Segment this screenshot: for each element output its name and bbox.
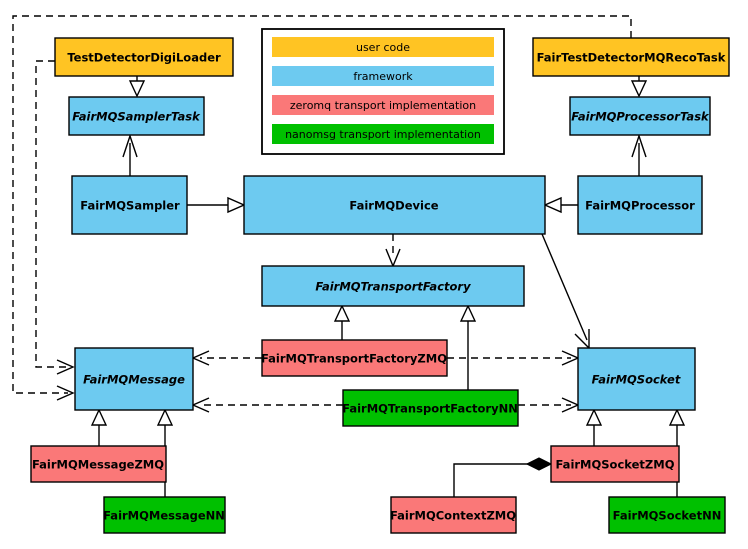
legend-label: nanomsg transport implementation	[285, 128, 481, 141]
legend-swatch-nanomsg	[272, 124, 494, 144]
edge-sampler-to-samplertask	[122, 133, 138, 176]
node-box[interactable]	[54, 37, 234, 77]
node-label: FairMQMessage	[83, 373, 185, 387]
node-label: FairMQDevice	[349, 199, 438, 213]
edge-digiloader-to-message	[35, 60, 75, 375]
node-layer: TestDetectorDigiLoader FairTestDetectorM…	[30, 37, 730, 534]
edge-processor-to-device	[543, 196, 578, 214]
edge-socketzmq-to-socket	[585, 408, 603, 446]
node-label: FairMQSocketNN	[613, 509, 722, 523]
node-label: FairMQTransportFactoryNN	[342, 402, 518, 416]
node-box[interactable]	[68, 96, 205, 136]
node-label: FairMQSocketZMQ	[556, 458, 675, 472]
legend-item-user-code: user code	[272, 37, 494, 57]
node-label: TestDetectorDigiLoader	[67, 51, 221, 65]
legend-label: zeromq transport implementation	[290, 99, 476, 112]
node-fairmqmessage[interactable]: FairMQMessage	[74, 347, 194, 411]
edge-tfnn-to-transportfactory	[459, 304, 477, 390]
node-box[interactable]	[30, 445, 167, 483]
node-label: FairTestDetectorMQRecoTask	[537, 51, 726, 65]
node-label: FairMQSampler	[80, 199, 180, 213]
edge-messagezmq-to-message	[90, 408, 108, 446]
node-fairmqsocketnn[interactable]: FairMQSocketNN	[608, 496, 726, 534]
node-fairmqtransportfactorynn[interactable]: FairMQTransportFactoryNN	[342, 389, 519, 427]
legend-item-nanomsg: nanomsg transport implementation	[272, 124, 494, 144]
edge-socketzmq-composes-contextzmq	[453, 457, 553, 497]
legend-swatch-user-code	[272, 37, 494, 57]
node-box[interactable]	[243, 175, 546, 235]
node-box[interactable]	[577, 175, 703, 235]
node-box[interactable]	[577, 347, 696, 411]
edge-layer	[12, 15, 686, 497]
node-box[interactable]	[532, 37, 730, 77]
node-label: FairMQTransportFactoryZMQ	[261, 352, 447, 366]
legend-label: framework	[353, 70, 413, 83]
edge-recotask-to-processortask	[630, 76, 648, 98]
node-label: FairMQSocket	[592, 373, 681, 387]
node-box[interactable]	[390, 496, 517, 534]
legend-swatch-zeromq	[272, 95, 494, 115]
node-fairmqmessagezmq[interactable]: FairMQMessageZMQ	[30, 445, 167, 483]
legend-item-framework: framework	[272, 66, 494, 86]
node-fairmqsamplertask[interactable]: FairMQSamplerTask	[68, 96, 205, 136]
node-box[interactable]	[569, 96, 711, 136]
node-fairmqprocessortask[interactable]: FairMQProcessorTask	[569, 96, 711, 136]
node-box[interactable]	[342, 389, 519, 427]
node-box[interactable]	[550, 445, 680, 483]
node-label: FairMQSamplerTask	[72, 110, 201, 124]
edge-tfzmq-to-transportfactory	[333, 304, 351, 340]
node-label: FairMQContextZMQ	[390, 509, 516, 523]
node-fairmqsocket[interactable]: FairMQSocket	[577, 347, 696, 411]
legend-panel: user code framework zeromq transport imp…	[261, 28, 505, 155]
node-box[interactable]	[74, 347, 194, 411]
node-fairtestdetectormqrecotask[interactable]: FairTestDetectorMQRecoTask	[532, 37, 730, 77]
node-fairmqtransportfactory[interactable]: FairMQTransportFactory	[261, 265, 525, 307]
legend-item-zeromq: zeromq transport implementation	[272, 95, 494, 115]
edge-sampler-to-device	[187, 196, 246, 214]
edge-recotask-to-message	[12, 15, 632, 401]
edge-digiloader-to-samplertask	[128, 76, 146, 98]
node-box[interactable]	[103, 496, 226, 534]
node-label: FairMQMessageZMQ	[32, 458, 164, 472]
node-label: FairMQProcessorTask	[571, 110, 710, 124]
node-label: FairMQMessageNN	[103, 509, 225, 523]
legend-label: user code	[356, 41, 410, 54]
node-fairmqsocketzmq[interactable]: FairMQSocketZMQ	[550, 445, 680, 483]
node-fairmqdevice[interactable]: FairMQDevice	[243, 175, 546, 235]
node-box[interactable]	[71, 175, 188, 235]
node-fairmqsampler[interactable]: FairMQSampler	[71, 175, 188, 235]
node-testdetectordigiloader[interactable]: TestDetectorDigiLoader	[54, 37, 234, 77]
node-box[interactable]	[261, 265, 525, 307]
node-fairmqmessagenn[interactable]: FairMQMessageNN	[103, 496, 226, 534]
node-box[interactable]	[261, 339, 448, 377]
node-label: FairMQTransportFactory	[315, 280, 471, 294]
node-fairmqprocessor[interactable]: FairMQProcessor	[577, 175, 703, 235]
node-fairmqtransportfactoryzmq[interactable]: FairMQTransportFactoryZMQ	[261, 339, 448, 377]
legend-swatch-framework	[272, 66, 494, 86]
node-fairmqcontextzmq[interactable]: FairMQContextZMQ	[390, 496, 517, 534]
node-box[interactable]	[608, 496, 726, 534]
edge-processor-to-processortask	[631, 133, 647, 176]
node-label: FairMQProcessor	[585, 199, 695, 213]
